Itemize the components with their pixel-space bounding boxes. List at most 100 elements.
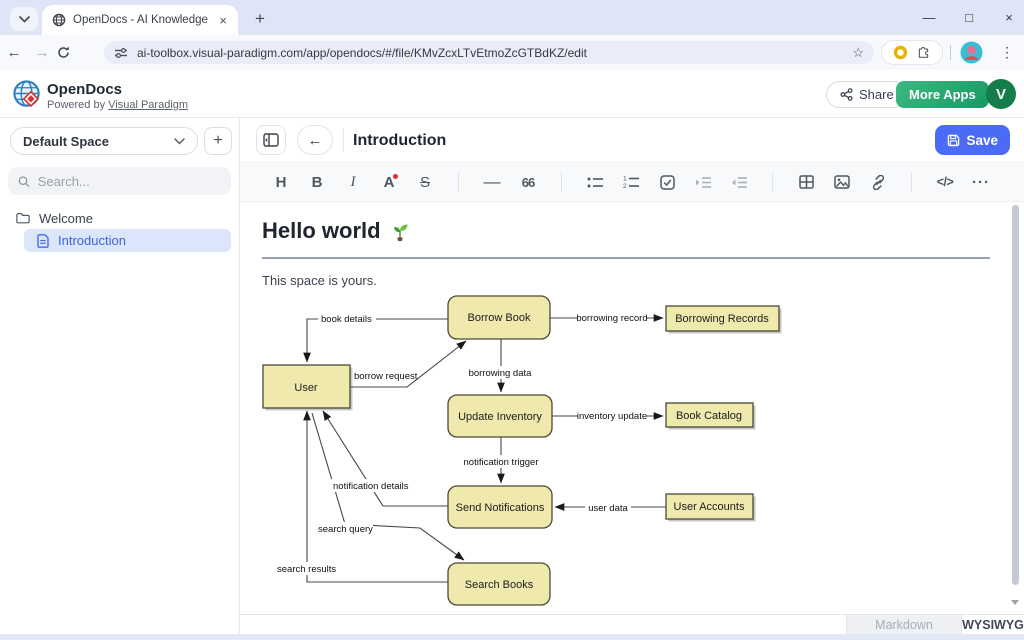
space-selector[interactable]: Default Space (10, 127, 198, 155)
link-button[interactable] (860, 167, 896, 197)
ordered-list-button[interactable]: 1 2 (613, 167, 649, 197)
site-settings-icon (115, 47, 127, 58)
sidebar-tree: Welcome Introduction (0, 207, 239, 252)
bookmark-star-icon[interactable]: ☆ (852, 44, 864, 60)
sidebar-search[interactable] (8, 167, 231, 195)
node-label: Send Notifications (456, 502, 545, 514)
app-header: OpenDocs Powered by Visual Paradigm Shar… (0, 70, 1024, 118)
visual-paradigm-link[interactable]: Visual Paradigm (108, 99, 189, 111)
image-icon (834, 175, 850, 189)
browser-tab[interactable]: OpenDocs - AI Knowledge Base × (42, 5, 238, 35)
tab-markdown[interactable]: Markdown (846, 615, 962, 634)
save-button[interactable]: Save (935, 125, 1010, 155)
horizontal-rule-button[interactable]: — (483, 172, 501, 191)
outdent-button[interactable] (721, 167, 757, 197)
app-name: OpenDocs (47, 81, 123, 98)
scrollbar-thumb[interactable] (1012, 205, 1019, 585)
tab-title: OpenDocs - AI Knowledge Base (73, 14, 209, 26)
formatting-toolbar: H B I A S — 66 1 2 (240, 163, 1024, 202)
more-apps-button[interactable]: More Apps (896, 81, 989, 108)
node-label: User (294, 382, 318, 394)
document-title: Introduction (353, 131, 447, 149)
table-icon (798, 175, 814, 189)
sidebar-item-introduction[interactable]: Introduction (24, 229, 231, 252)
svg-text:2: 2 (623, 183, 627, 189)
node-search-books (447, 562, 551, 606)
toolbar-divider (950, 45, 951, 60)
close-button[interactable]: × (1005, 10, 1013, 25)
node-label: Search Books (465, 579, 534, 591)
node-label: Book Catalog (676, 410, 742, 422)
edge-label: user data (588, 503, 628, 514)
node-label: User Accounts (674, 501, 745, 513)
editor-content[interactable]: Hello world This space is yours. (240, 202, 1024, 614)
dataflow-diagram[interactable]: book details borrowing record borrow req… (255, 292, 795, 610)
toggle-sidebar-button[interactable] (256, 125, 286, 155)
indent-button[interactable] (685, 167, 721, 197)
edge-label: search query (318, 524, 373, 535)
strikethrough-button[interactable]: S (419, 173, 430, 191)
url-text: ai-toolbox.visual-paradigm.com/app/opend… (137, 45, 587, 60)
forward-nav-button[interactable]: → (34, 44, 50, 61)
browser-toolbar: ← → ai-toolbox.visual-paradigm.com/app/o… (0, 35, 1024, 70)
user-avatar[interactable]: V (986, 79, 1016, 109)
edge-search-query (311, 412, 465, 561)
chevron-down-icon (174, 137, 185, 145)
back-nav-button[interactable]: ← (6, 44, 22, 61)
panel-left-icon (263, 133, 279, 147)
code-button[interactable]: </> (936, 175, 954, 189)
image-button[interactable] (824, 167, 860, 197)
scrollbar-down-arrow[interactable] (1011, 600, 1019, 605)
tab-close-icon[interactable]: × (219, 12, 227, 28)
window-controls: — □ × (922, 0, 1016, 35)
edge-label: book details (321, 314, 372, 325)
edge-borrow-request (350, 340, 467, 388)
url-bar[interactable]: ai-toolbox.visual-paradigm.com/app/opend… (104, 41, 874, 64)
back-button[interactable]: ← (297, 125, 333, 155)
tab-search-button[interactable] (10, 7, 38, 31)
profile-avatar[interactable] (960, 41, 983, 64)
reload-button[interactable] (56, 45, 84, 60)
more-tools-button[interactable]: ··· (972, 173, 990, 191)
node-label: Borrowing Records (675, 313, 769, 325)
minimize-button[interactable]: — (922, 10, 936, 25)
document-paragraph: This space is yours. (262, 273, 377, 288)
heading-button[interactable]: H (275, 173, 287, 191)
extensions-puzzle-icon[interactable] (916, 45, 931, 60)
share-label: Share (859, 87, 894, 102)
task-list-button[interactable] (649, 167, 685, 197)
share-button[interactable]: Share (826, 81, 908, 108)
toolbar-divider (911, 172, 912, 192)
sidebar-item-welcome[interactable]: Welcome (0, 207, 239, 229)
bullet-list-button[interactable] (577, 167, 613, 197)
font-color-button[interactable]: A (371, 167, 407, 197)
blockquote-button[interactable]: 66 (521, 174, 535, 190)
bold-button[interactable]: B (311, 173, 323, 191)
seedling-emoji (393, 224, 408, 241)
chevron-down-icon (18, 15, 30, 23)
add-space-button[interactable]: + (204, 127, 232, 155)
document-icon (37, 233, 49, 248)
globe-icon (52, 13, 66, 27)
save-label: Save (966, 132, 998, 148)
tab-wysiwyg[interactable]: WYSIWYG (962, 615, 1024, 634)
node-book-catalog (665, 402, 754, 428)
table-button[interactable] (788, 167, 824, 197)
edge-label: inventory update (577, 411, 647, 422)
maximize-button[interactable]: □ (965, 10, 973, 25)
window-bottom-strip (0, 634, 1024, 640)
link-icon (872, 174, 884, 190)
search-icon (18, 175, 30, 187)
browser-menu-button[interactable]: ⋮ (1000, 44, 1014, 60)
italic-button[interactable]: I (350, 173, 356, 190)
heading-text: Hello world (262, 218, 381, 243)
toolbar-divider (772, 172, 773, 192)
task-list-icon (659, 174, 675, 190)
yellow-ring-extension-icon[interactable] (893, 45, 908, 60)
edge-search-results (303, 410, 448, 583)
bullet-list-icon (587, 177, 603, 187)
new-tab-button[interactable]: + (255, 9, 265, 28)
document-header: ← Introduction Save (240, 118, 1024, 163)
search-input[interactable] (37, 173, 221, 189)
